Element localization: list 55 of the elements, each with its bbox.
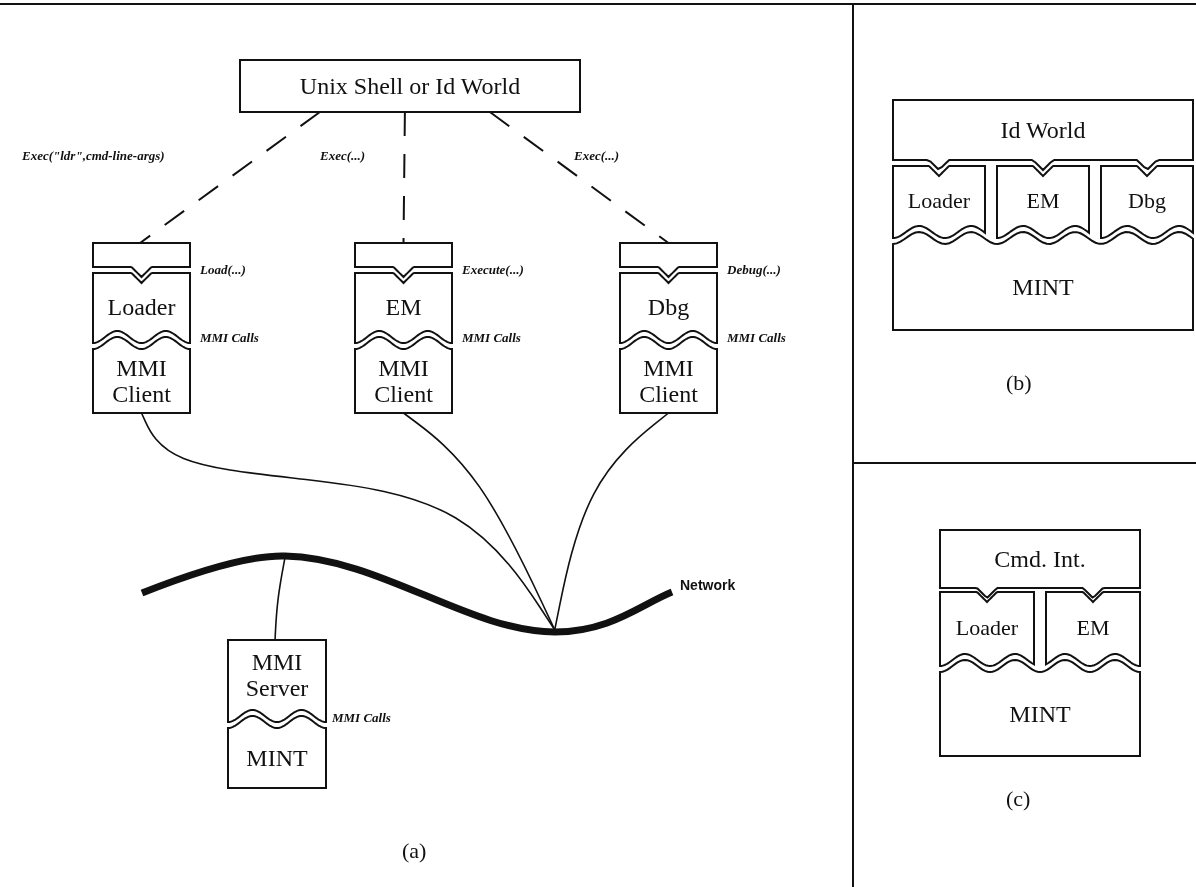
- component-label: MMI Client: [111, 354, 172, 408]
- component-label: MINT: [1012, 273, 1074, 301]
- component-label: Loader: [107, 293, 176, 321]
- component-box: [355, 337, 452, 413]
- component-label: Cmd. Int.: [994, 545, 1086, 573]
- component-box: [240, 60, 580, 112]
- edge-label: Exec(...): [572, 148, 622, 164]
- component-label: Id World: [1000, 116, 1086, 144]
- component-box: [997, 166, 1089, 238]
- component-label: MMI Client: [638, 354, 699, 408]
- panel-label: (a): [402, 838, 427, 864]
- dashed-connector: [488, 111, 670, 244]
- component-box: [620, 273, 717, 343]
- interface-box: [93, 243, 190, 277]
- component-label: MMI Client: [373, 354, 434, 408]
- component-box: [93, 273, 190, 343]
- network-label: Network: [680, 578, 736, 594]
- component-box: [228, 640, 326, 722]
- interface-label: Execute(...): [460, 262, 526, 278]
- component-label: EM: [1026, 188, 1060, 214]
- component-box: [620, 337, 717, 413]
- component-box: [893, 100, 1193, 170]
- component-box: [940, 592, 1034, 666]
- component-label: EM: [1076, 615, 1110, 641]
- component-label: Loader: [907, 188, 971, 214]
- dashed-connector: [402, 111, 406, 244]
- edge-label: Exec(...): [318, 148, 368, 164]
- component-box: [940, 660, 1140, 756]
- interface-label: Debug(...): [725, 262, 783, 278]
- component-label: EM: [385, 293, 422, 321]
- component-box: [93, 337, 190, 413]
- panel-label: (b): [1006, 370, 1032, 396]
- panel-label: (c): [1006, 786, 1031, 812]
- connector-line: [402, 412, 556, 631]
- component-label: Loader: [955, 615, 1019, 641]
- connector-line: [140, 412, 556, 631]
- interface-box: [620, 243, 717, 277]
- connector-line: [553, 412, 670, 631]
- component-label: MMI Server: [244, 648, 310, 702]
- component-box: [893, 166, 985, 238]
- component-box: [893, 232, 1193, 330]
- dashed-connector: [139, 111, 321, 244]
- component-box: [355, 273, 452, 343]
- component-box: [940, 530, 1140, 598]
- component-box: [1046, 592, 1140, 666]
- component-label: Dbg: [647, 293, 690, 321]
- component-box: [1101, 166, 1193, 238]
- component-label: Unix Shell or Id World: [299, 72, 521, 100]
- component-box: [228, 716, 326, 788]
- component-label: Dbg: [1128, 188, 1166, 214]
- interface-box: [355, 243, 452, 277]
- edge-label: Exec("ldr",cmd-line-args): [20, 148, 167, 164]
- component-label: MINT: [1009, 700, 1071, 728]
- component-label: MINT: [246, 744, 308, 772]
- interface-label: Load(...): [198, 262, 248, 278]
